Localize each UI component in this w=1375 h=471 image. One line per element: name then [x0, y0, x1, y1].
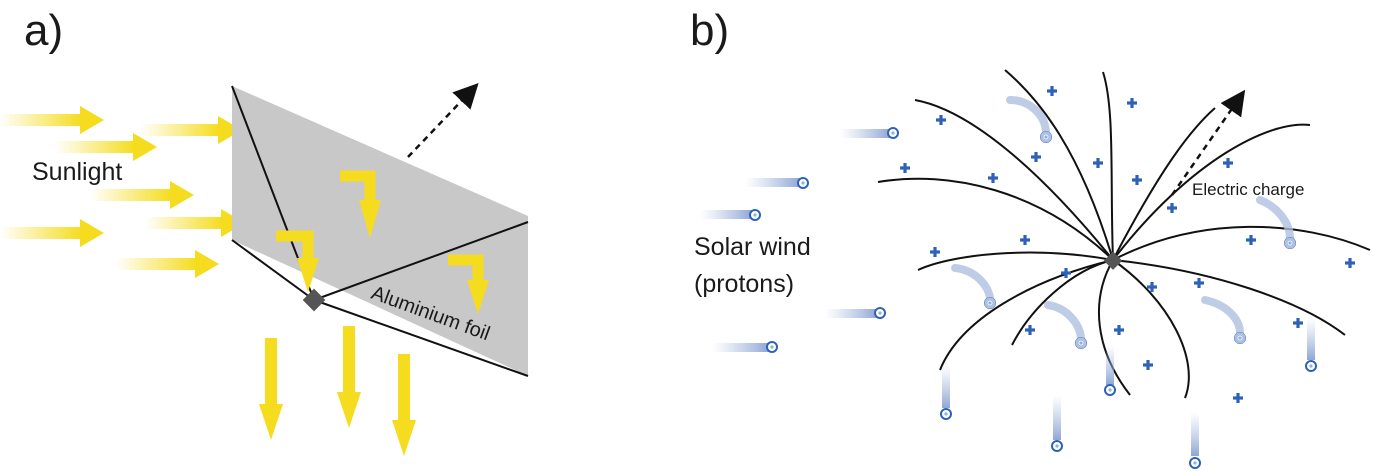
- plus-charge: [1223, 158, 1233, 168]
- panel-b: b): [690, 6, 1371, 469]
- tether-wire: [1112, 225, 1371, 261]
- tether-wire: [1112, 259, 1190, 399]
- spacecraft: [302, 288, 326, 312]
- outgoing-light: [259, 326, 416, 456]
- tether-wire: [1112, 259, 1346, 336]
- tether-line: [313, 221, 529, 301]
- tether-wires: [877, 69, 1371, 399]
- plus-charge: [1143, 360, 1153, 370]
- plus-charge: [1031, 152, 1041, 162]
- proton: [1305, 318, 1317, 372]
- motion-arrow: [1170, 89, 1246, 196]
- plus-charge: [1114, 325, 1124, 335]
- plus-charge: [1047, 86, 1057, 96]
- plus-charge: [930, 247, 940, 257]
- tether-wire: [1112, 107, 1216, 261]
- plus-charge: [1061, 268, 1071, 278]
- sunlight-arrow: [145, 209, 245, 237]
- proton: [940, 365, 952, 420]
- sunlight-arrow: [115, 250, 219, 278]
- plus-charge: [1167, 203, 1177, 213]
- downward-light-arrow: [392, 354, 416, 456]
- proton: [700, 209, 761, 221]
- proton: [1006, 96, 1051, 142]
- reflected-light-arrows: [276, 170, 489, 314]
- tether-line: [231, 239, 315, 301]
- proton: [1104, 345, 1116, 396]
- electric-charge-label: Electric charge: [1192, 180, 1304, 199]
- plus-charge: [1293, 318, 1303, 328]
- panel-a: a): [0, 6, 529, 456]
- tether-wire: [939, 259, 1114, 371]
- tether-wire: [1112, 123, 1311, 261]
- plus-charge: [1345, 258, 1355, 268]
- proton: [951, 264, 995, 308]
- sunlight-arrow: [55, 133, 157, 161]
- plus-charge: [1132, 175, 1142, 185]
- proton: [825, 307, 886, 319]
- reflected-light-arrow: [276, 230, 319, 292]
- panel-a-tag: a): [24, 6, 63, 55]
- plus-charge: [1093, 158, 1103, 168]
- tether-line: [313, 299, 529, 377]
- sunlight-label: Sunlight: [32, 158, 122, 186]
- panel-b-tag: b): [690, 6, 729, 55]
- plus-charge: [900, 163, 910, 173]
- tether-wire: [877, 177, 1114, 261]
- downward-light-arrow: [337, 326, 361, 428]
- proton: [1256, 196, 1295, 248]
- plus-charge: [988, 173, 998, 183]
- solar-wind-label: Solar wind: [694, 233, 811, 261]
- tether-wire: [914, 99, 1114, 261]
- reflected-light-arrow: [448, 254, 489, 314]
- proton: [745, 177, 809, 189]
- plus-charge: [1246, 235, 1256, 245]
- proton: [712, 341, 778, 353]
- plus-charge: [1127, 98, 1137, 108]
- protons-label: (protons): [694, 270, 794, 298]
- sunlight-arrow: [0, 219, 104, 247]
- aluminium-foil-sail: [232, 86, 528, 376]
- downward-protons: [940, 318, 1317, 469]
- proton: [1051, 395, 1063, 452]
- deflected-protons: [951, 96, 1295, 348]
- proton: [1201, 296, 1245, 343]
- tether-wire: [917, 251, 1114, 271]
- plus-charge: [1194, 278, 1204, 288]
- proton: [1189, 412, 1201, 469]
- spacecraft: [1103, 251, 1123, 270]
- incoming-protons: [700, 127, 899, 353]
- incoming-sunlight: [0, 106, 245, 278]
- proton: [840, 127, 899, 139]
- reflected-light-arrow: [340, 170, 381, 238]
- tether-wire: [1102, 71, 1114, 261]
- sunlight-arrow: [0, 106, 104, 134]
- plus-charge: [936, 115, 946, 125]
- tether-wire: [1004, 69, 1114, 261]
- plus-charge: [1233, 393, 1243, 403]
- downward-light-arrow: [259, 338, 283, 440]
- tether-wire: [1098, 259, 1131, 396]
- motion-arrow: [407, 82, 479, 158]
- proton: [1044, 301, 1086, 348]
- plus-charge: [1020, 235, 1030, 245]
- plus-charge: [1025, 325, 1035, 335]
- sunlight-arrow: [140, 116, 242, 144]
- sunlight-arrow: [90, 181, 194, 209]
